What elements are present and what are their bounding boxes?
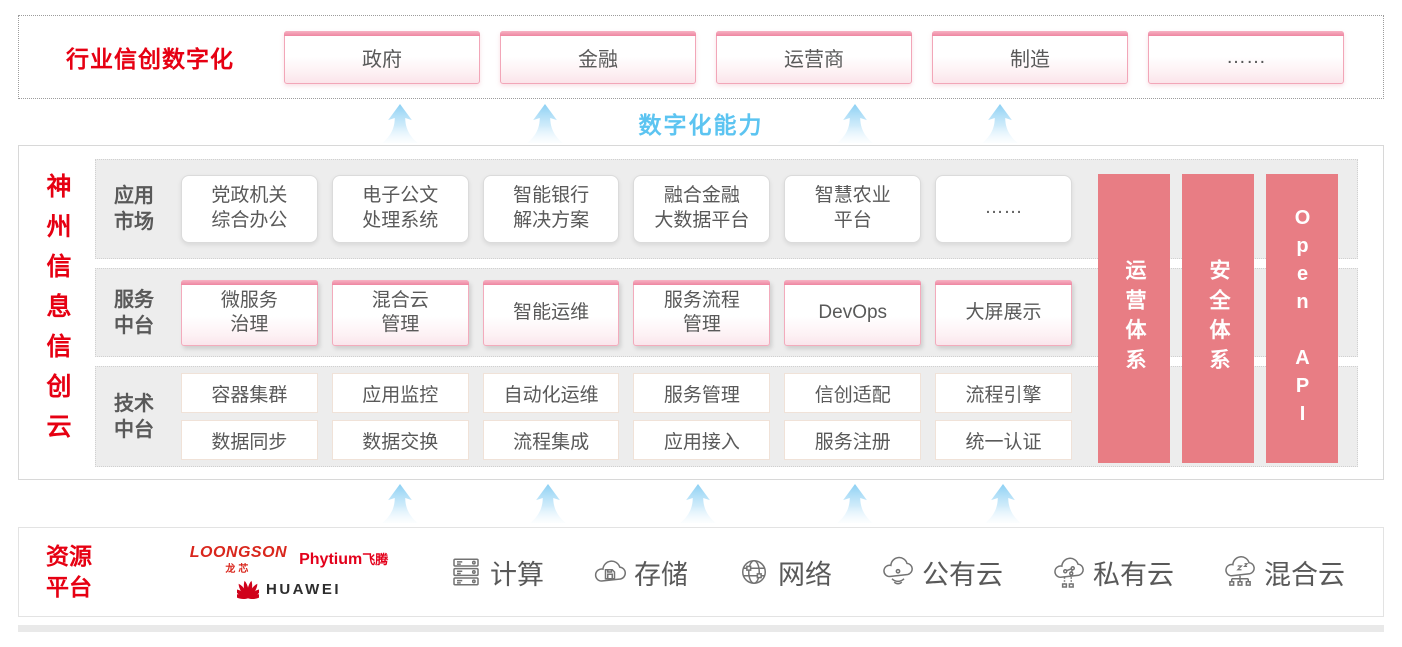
compute-icon — [453, 558, 479, 586]
side-bar-operations: 运营体系 — [1098, 174, 1170, 463]
side-bars: 运营体系 安全体系 Open API — [1098, 174, 1338, 463]
huawei-logo: HUAWEI — [237, 579, 341, 601]
phytium-logo: Phytium 飞腾 — [299, 550, 389, 568]
resource-panel-label: 资源 平台 — [46, 542, 92, 600]
app-box: 党政机关 综合办公 — [181, 174, 318, 243]
resource-items: 计算 存储 网络 — [398, 553, 1383, 592]
pink-accent-bar — [716, 30, 912, 36]
industry-box-finance: 金融 — [500, 30, 696, 84]
up-arrow-icon — [985, 484, 1021, 523]
pink-accent-bar — [500, 30, 696, 36]
xinchuang-cloud-architecture: 行业信创数字化 政府 金融 运营商 制造 …… 数字化能力 神州信息信创云 应用… — [0, 15, 1402, 632]
tech-box: 应用监控 — [331, 373, 469, 414]
resource-item-storage: 存储 — [592, 553, 688, 592]
industry-box-operator: 运营商 — [716, 30, 912, 84]
tech-box: 自动化运维 — [482, 373, 620, 414]
service-box: 智能运维 — [482, 279, 620, 346]
app-box: 融合金融 大数据平台 — [633, 174, 771, 243]
service-box: 微服务 治理 — [181, 279, 318, 346]
industry-box-more: …… — [1148, 30, 1344, 84]
up-arrow-icon — [680, 484, 716, 523]
tech-box: 流程集成 — [482, 420, 620, 461]
tech-box: 容器集群 — [181, 373, 318, 414]
industry-box-government: 政府 — [284, 30, 480, 84]
tech-box: 信创适配 — [784, 373, 922, 414]
service-box: 服务流程 管理 — [633, 279, 771, 346]
tech-row-label: 技术 中台 — [114, 392, 154, 441]
pink-accent-bar — [482, 279, 620, 285]
pink-accent-bar — [284, 30, 480, 36]
app-box: 智慧农业 平台 — [784, 174, 922, 243]
up-arrow-icon — [837, 484, 873, 523]
service-box: 混合云 管理 — [331, 279, 469, 346]
capability-strip: 数字化能力 — [0, 99, 1402, 145]
resource-item-public-cloud: 公有云 — [880, 553, 1003, 592]
app-box-more: …… — [935, 174, 1072, 243]
industry-banner-title: 行业信创数字化 — [66, 46, 234, 72]
pink-accent-bar — [633, 279, 771, 285]
resource-item-hybrid-cloud: 混合云 — [1222, 553, 1345, 592]
storage-icon — [594, 560, 626, 582]
service-box: DevOps — [784, 279, 922, 346]
huawei-flower-icon — [237, 580, 259, 599]
up-arrow-icon — [982, 104, 1018, 143]
pink-accent-bar — [935, 279, 1072, 285]
platform-panel: 神州信息信创云 应用 市场 党政机关 综合办公 电子公文 处理系统 智能银行 解… — [18, 145, 1384, 480]
tech-platform-row: 技术 中台 容器集群 应用监控 自动化运维 服务管理 信创适配 流程引擎 数据同… — [95, 366, 1358, 467]
tech-box: 服务管理 — [633, 373, 771, 414]
industry-box-manufacturing: 制造 — [932, 30, 1128, 84]
hybrid-cloud-icon — [1225, 556, 1255, 586]
network-icon — [742, 560, 766, 584]
pink-accent-bar — [331, 279, 469, 285]
up-arrow-icon — [527, 104, 563, 143]
side-bar-open-api: Open API — [1266, 174, 1338, 463]
app-box: 智能银行 解决方案 — [482, 174, 620, 243]
vendor-logos: LOONGSON 龙芯 Phytium 飞腾 — [180, 544, 398, 601]
service-row-label: 服务 中台 — [114, 288, 154, 337]
pink-accent-bar — [932, 30, 1128, 36]
up-arrow-icon — [382, 104, 418, 143]
service-box: 大屏展示 — [935, 279, 1072, 346]
tech-box: 统一认证 — [935, 420, 1072, 461]
app-market-row-label: 应用 市场 — [114, 184, 154, 233]
private-cloud-icon — [1054, 557, 1084, 588]
pink-accent-bar — [1148, 30, 1344, 36]
up-arrow-icon — [382, 484, 418, 523]
capability-label: 数字化能力 — [638, 112, 764, 138]
platform-title: 神州信息信创云 — [43, 173, 71, 453]
tech-box: 数据同步 — [181, 420, 318, 461]
industry-boxes: 政府 金融 运营商 制造 …… — [284, 30, 1344, 84]
resource-item-network: 网络 — [736, 553, 832, 592]
bottom-section-edge — [18, 625, 1384, 632]
pink-accent-bar — [784, 279, 922, 285]
resource-item-private-cloud: 私有云 — [1051, 553, 1174, 592]
side-bar-security: 安全体系 — [1182, 174, 1254, 463]
tech-box: 应用接入 — [633, 420, 771, 461]
industry-banner: 行业信创数字化 政府 金融 运营商 制造 …… — [18, 15, 1384, 99]
up-arrow-icon — [837, 104, 873, 143]
up-arrow-icon — [530, 484, 566, 523]
pink-accent-bar — [181, 279, 318, 285]
resource-panel: 资源 平台 LOONGSON 龙芯 Phytium 飞腾 — [18, 527, 1384, 617]
app-box: 电子公文 处理系统 — [331, 174, 469, 243]
tech-box: 流程引擎 — [935, 373, 1072, 414]
public-cloud-icon — [883, 556, 913, 585]
resource-arrow-strip — [0, 480, 1402, 527]
tech-box: 数据交换 — [331, 420, 469, 461]
resource-item-compute: 计算 — [448, 553, 544, 592]
tech-box: 服务注册 — [784, 420, 922, 461]
loongson-logo: LOONGSON 龙芯 — [189, 543, 288, 575]
